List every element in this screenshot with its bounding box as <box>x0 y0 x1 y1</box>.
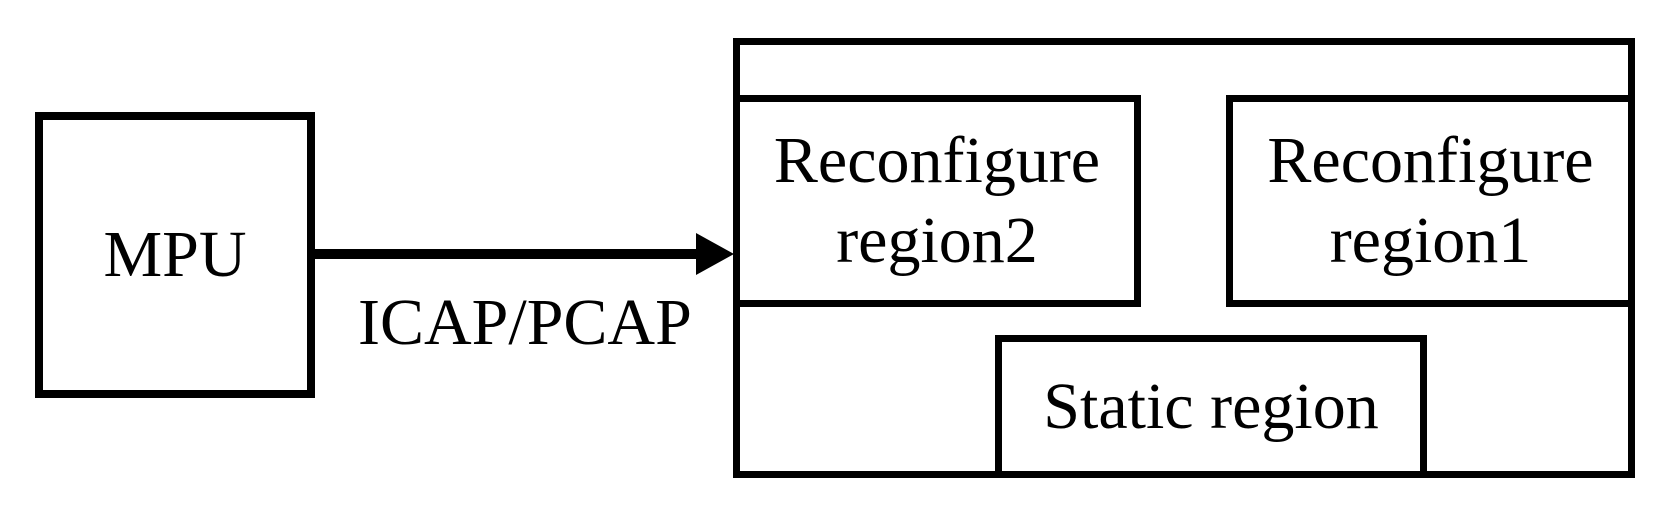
fpga-outer-box: Reconfigure region2 Reconfigure region1 … <box>733 38 1635 478</box>
static-region-label: Static region <box>1043 369 1379 443</box>
reconfigure-region2-label: Reconfigure region2 <box>774 121 1100 281</box>
reconfigure-region2-box: Reconfigure region2 <box>733 95 1141 307</box>
reconfigure-region1-box: Reconfigure region1 <box>1226 95 1635 307</box>
arrow-shaft <box>315 249 698 259</box>
reconfigure-region1-line1: Reconfigure <box>1267 124 1594 197</box>
reconfigure-region2-line1: Reconfigure <box>773 124 1101 197</box>
mpu-box: MPU <box>35 112 315 398</box>
reconfigure-region2-line2: region2 <box>836 204 1038 277</box>
arrowhead-icon <box>696 233 734 275</box>
static-region-box: Static region <box>995 335 1427 478</box>
reconfigure-region1-line2: region1 <box>1329 204 1532 277</box>
mpu-label: MPU <box>103 218 247 291</box>
arrow-label: ICAP/PCAP <box>358 286 692 359</box>
reconfigure-region1-label: Reconfigure region1 <box>1267 121 1593 281</box>
